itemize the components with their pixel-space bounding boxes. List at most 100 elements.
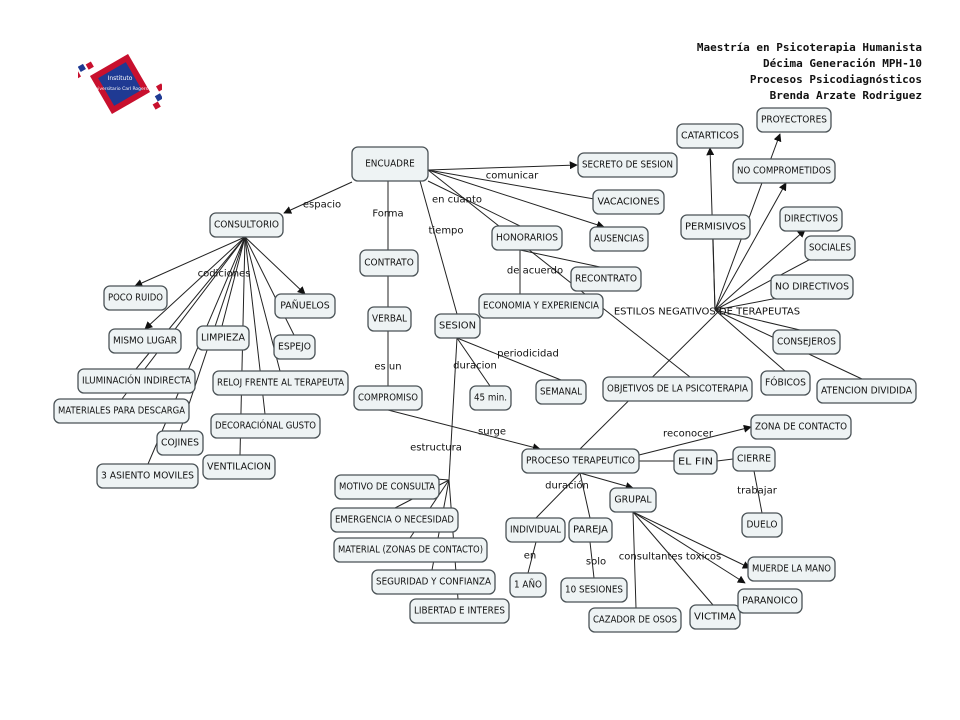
course-header: Maestría en Psicoterapia Humanista Décim… bbox=[697, 40, 922, 104]
node-box bbox=[434, 313, 481, 339]
connector-line bbox=[714, 229, 806, 311]
connector-line bbox=[147, 236, 246, 465]
connector-line bbox=[579, 472, 591, 519]
node-box bbox=[673, 449, 718, 475]
node-box bbox=[351, 146, 429, 182]
node-label: PAREJA bbox=[573, 525, 608, 536]
concept-node-semanal: SEMANAL bbox=[535, 379, 587, 405]
node-box bbox=[521, 448, 640, 474]
concept-node-nocomprometidos: NO COMPROMETIDOS bbox=[732, 158, 836, 184]
node-label: VENTILACION bbox=[207, 462, 271, 473]
node-label: DIRECTIVOS bbox=[784, 214, 838, 225]
connector-line bbox=[448, 337, 458, 481]
concept-node-consultorio: CONSULTORIO bbox=[209, 212, 284, 238]
node-box bbox=[273, 334, 316, 360]
node-label: PARANOICO bbox=[742, 596, 798, 607]
node-box bbox=[732, 446, 776, 472]
node-label: NO COMPROMETIDOS bbox=[737, 166, 831, 177]
node-box bbox=[741, 512, 783, 538]
connector-label-trabajar: trabajar bbox=[737, 486, 778, 497]
node-label: PERMISIVOS bbox=[685, 222, 746, 233]
node-box bbox=[592, 189, 665, 215]
concept-node-secreto: SECRETO DE SESION bbox=[577, 152, 678, 178]
concept-node-permisivos: PERMISIVOS bbox=[680, 214, 751, 240]
connector-label-en: en bbox=[524, 551, 537, 562]
node-box bbox=[676, 123, 744, 149]
node-box bbox=[577, 152, 678, 178]
header-subject: Procesos Psicodiagnósticos bbox=[749, 73, 922, 86]
concept-node-materiales: MATERIALES PARA DESCARGA bbox=[53, 398, 190, 424]
node-label: ATENCION DIVIDIDA bbox=[821, 386, 912, 397]
connector-label-tiempo: tiempo bbox=[428, 226, 463, 237]
connector-line bbox=[714, 253, 821, 311]
concept-node-paranoico: PARANOICO bbox=[737, 588, 803, 614]
node-label: RELOJ FRENTE AL TERAPEUTA bbox=[217, 378, 344, 389]
connector-line bbox=[712, 236, 716, 311]
node-box bbox=[760, 370, 811, 396]
node-label: 3 ASIENTO MOVILES bbox=[101, 471, 194, 482]
node-box bbox=[570, 266, 642, 292]
node-box bbox=[333, 537, 488, 563]
concept-node-muerde: MUERDE LA MANO bbox=[747, 556, 836, 582]
node-label: MATERIAL (ZONAS DE CONTACTO) bbox=[338, 545, 483, 556]
node-label: MATERIALES PARA DESCARGA bbox=[58, 406, 185, 417]
connector-label-encuanto: en cuanto bbox=[432, 195, 482, 206]
node-box bbox=[609, 487, 657, 513]
node-label: CATARTICOS bbox=[681, 131, 739, 142]
connector-line bbox=[632, 511, 746, 584]
connector-label-forma: Forma bbox=[372, 209, 403, 220]
concept-node-verbal: VERBAL bbox=[367, 306, 412, 332]
connector-label-espacio: espacio bbox=[303, 200, 341, 211]
connector-line bbox=[283, 181, 353, 214]
node-box bbox=[469, 385, 512, 411]
university-logo: Instituto Universitario Carl Rogers bbox=[72, 42, 165, 126]
node-box bbox=[509, 572, 547, 598]
concept-node-min45: 45 min. bbox=[469, 385, 512, 411]
node-label: PAÑUELOS bbox=[280, 299, 330, 312]
node-label: SESION bbox=[439, 321, 476, 332]
connector-label-solo: solo bbox=[586, 557, 606, 568]
node-box bbox=[359, 249, 419, 277]
node-label: COJINES bbox=[161, 438, 199, 449]
node-label: ENCUADRE bbox=[365, 159, 415, 170]
connector-lines bbox=[121, 133, 863, 609]
node-box bbox=[409, 598, 510, 624]
connector-label-reconocer: reconocer bbox=[663, 429, 714, 440]
node-box bbox=[202, 454, 276, 480]
node-box bbox=[96, 463, 199, 489]
logo-text-top: Instituto bbox=[108, 75, 133, 82]
concept-node-directivos: DIRECTIVOS bbox=[779, 206, 843, 232]
connector-line bbox=[753, 470, 763, 514]
connector-line bbox=[632, 511, 714, 606]
node-box bbox=[732, 158, 836, 184]
connector-line bbox=[427, 180, 521, 227]
node-label: SEGURIDAD Y CONFIANZA bbox=[376, 577, 491, 588]
node-box bbox=[816, 378, 917, 404]
node-box bbox=[689, 604, 741, 630]
header-author: Brenda Arzate Rodriguez bbox=[769, 89, 922, 102]
connector-line bbox=[579, 472, 634, 490]
concept-node-panuelos: PAÑUELOS bbox=[274, 293, 336, 319]
concept-node-espejo: ESPEJO bbox=[273, 334, 316, 360]
node-label: VERBAL bbox=[372, 314, 407, 325]
node-box bbox=[210, 413, 321, 439]
node-label: ECONOMIA Y EXPERIENCIA bbox=[483, 301, 599, 312]
node-box bbox=[505, 517, 566, 543]
node-box bbox=[330, 507, 459, 533]
node-label: SEMANAL bbox=[540, 387, 582, 398]
node-box bbox=[367, 306, 412, 332]
concept-node-limpieza: LIMPIEZA bbox=[196, 325, 250, 351]
node-box bbox=[588, 607, 682, 633]
connector-line bbox=[419, 180, 458, 315]
connector-label-deacuerdo: de acuerdo bbox=[507, 266, 563, 277]
node-box bbox=[156, 430, 204, 456]
connector-label-duracion_proceso: duración bbox=[545, 480, 589, 492]
node-label: HONORARIOS bbox=[496, 233, 558, 244]
node-label: SECRETO DE SESION bbox=[582, 160, 673, 171]
concept-node-elfin: EL FIN bbox=[673, 449, 718, 475]
concept-node-consejeros: CONSEJEROS bbox=[772, 329, 841, 355]
connector-label-surge: surge bbox=[478, 427, 506, 438]
node-box bbox=[589, 226, 649, 252]
connector-label-periodicidad: periodicidad bbox=[497, 349, 559, 360]
